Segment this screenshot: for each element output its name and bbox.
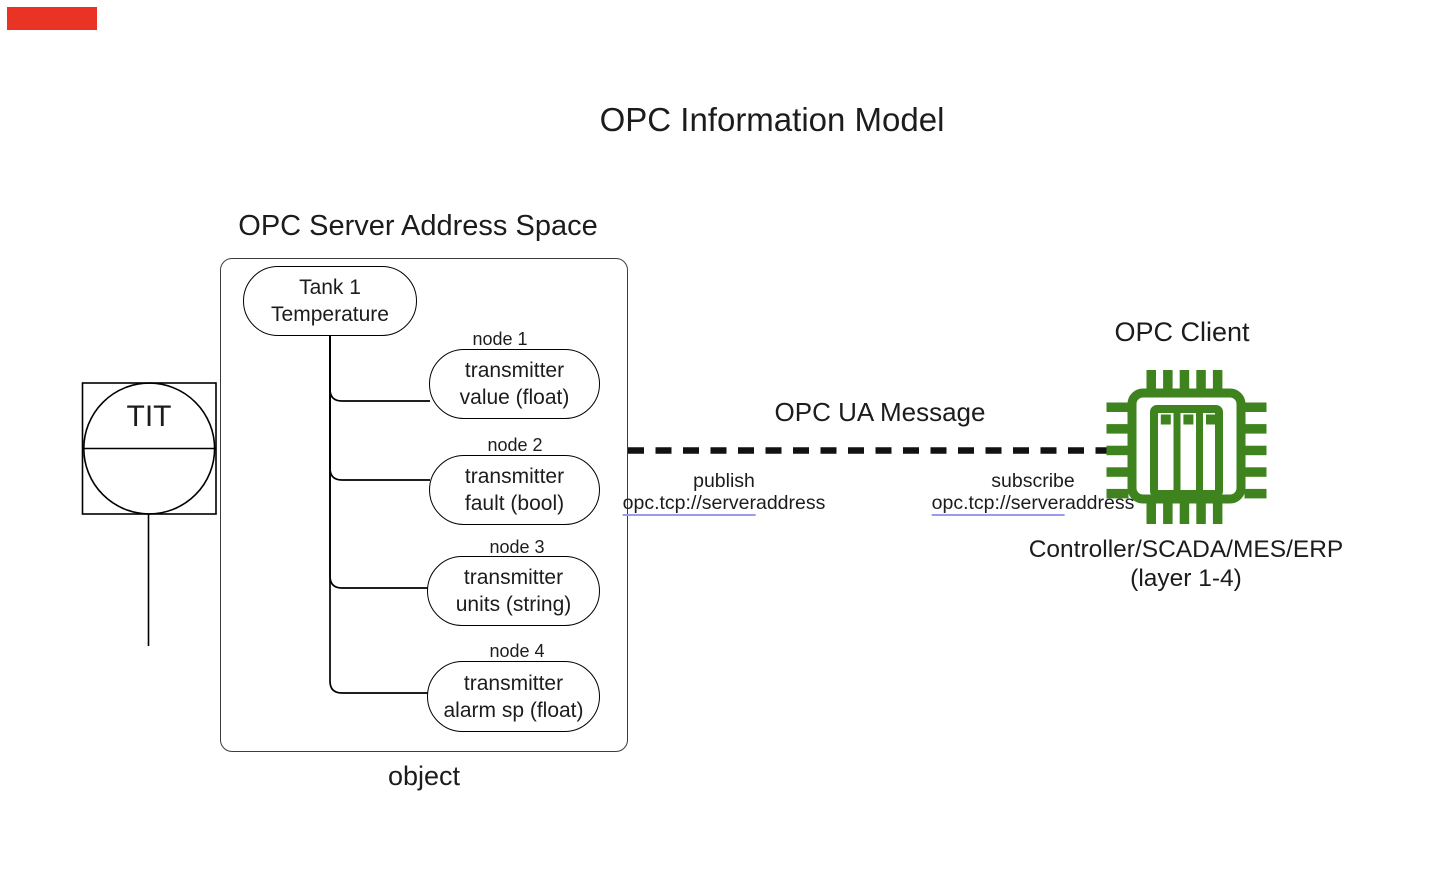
page-title: OPC Information Model [599, 101, 945, 138]
client-caption: Controller/SCADA/MES/ERP (layer 1-4) [1029, 535, 1344, 593]
server-space-label: OPC Server Address Space [238, 210, 598, 242]
chip-icon [1106, 370, 1267, 524]
publish-address-link[interactable]: opc.tcp://server [622, 492, 756, 516]
node3-label: node 3 [489, 537, 545, 557]
node3-line2: units (string) [455, 593, 572, 616]
node2-line1: transmitter [464, 465, 565, 488]
server-address-space-box [220, 258, 628, 752]
node1-label: node 1 [472, 329, 528, 349]
node4-label: node 4 [489, 641, 545, 661]
node3-line1: transmitter [463, 566, 564, 589]
chip-slots [1160, 409, 1216, 494]
opc-ua-message-label: OPC UA Message [774, 397, 986, 427]
red-marker [7, 7, 97, 30]
publish-block: publish opc.tcp://serveraddress [622, 470, 826, 516]
opc-client-label: OPC Client [1114, 317, 1250, 347]
node1-line1: transmitter [464, 359, 565, 382]
node4-line2: alarm sp (float) [443, 698, 584, 722]
node2-label: node 2 [487, 435, 543, 455]
tank-node: Tank 1 Temperature [243, 266, 417, 336]
subscribe-address-link[interactable]: opc.tcp://server [931, 492, 1065, 516]
client-caption-line1: Controller/SCADA/MES/ERP [1028, 536, 1344, 563]
instrument-tag: TIT [126, 400, 172, 433]
node4-line1: transmitter [463, 671, 564, 695]
tank-node-line2: Temperature [271, 303, 389, 326]
node4-stadium: transmitter alarm sp (float) [427, 661, 600, 732]
client-caption-line2: (layer 1-4) [1130, 565, 1242, 592]
tree-connectors [329, 336, 430, 694]
publish-address-rest: address [755, 492, 826, 514]
node3-stadium: transmitter units (string) [427, 556, 600, 626]
subscribe-label: subscribe [991, 470, 1075, 492]
publish-address: opc.tcp://serveraddress [622, 492, 826, 516]
node1-stadium: transmitter value (float) [429, 349, 600, 419]
chip-pins [1106, 370, 1267, 524]
node1-line2: value (float) [459, 386, 570, 409]
tank-node-line1: Tank 1 [299, 276, 361, 299]
node2-stadium: transmitter fault (bool) [429, 455, 600, 525]
publish-label: publish [693, 470, 755, 492]
object-label: object [387, 761, 461, 791]
node2-line2: fault (bool) [464, 492, 565, 515]
subscribe-block: subscribe opc.tcp://serveraddress [931, 470, 1134, 516]
instrument-symbol [81, 382, 217, 646]
